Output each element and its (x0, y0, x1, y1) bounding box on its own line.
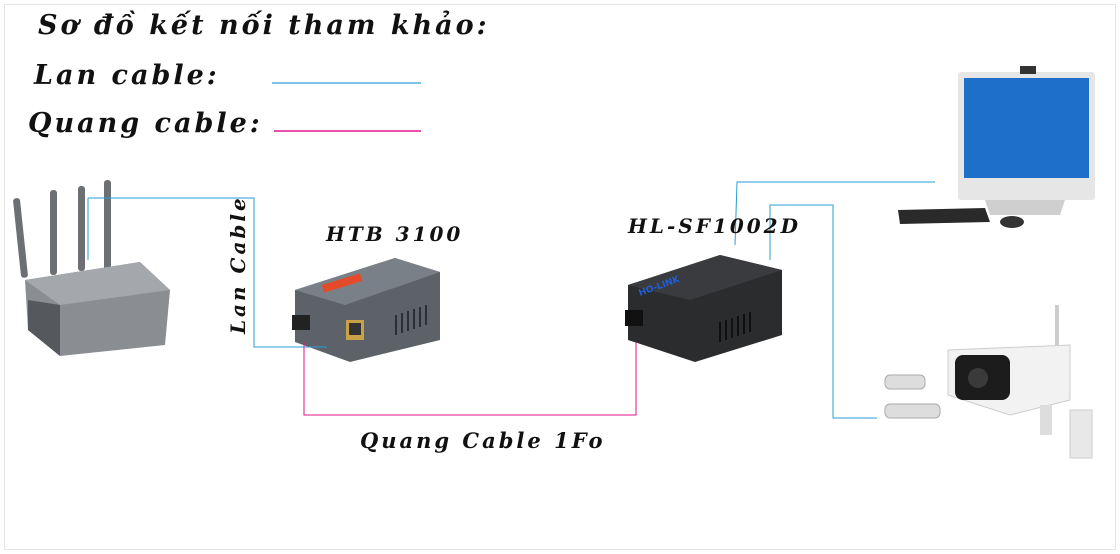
lan-cable-to-camera (769, 204, 877, 419)
ip-camera-icon (884, 305, 1093, 459)
legend-lan-label: Lan cable: (34, 60, 220, 91)
htb3100-converter-icon (292, 258, 440, 362)
diagram-title: Sơ đồ kết nối tham khảo: (38, 10, 490, 41)
hl-sf1002d-converter-icon: HO-LINK (625, 255, 782, 362)
frame-border (4, 4, 1116, 550)
converter1-label: HTB 3100 (326, 222, 464, 246)
fiber-link-label: Quang Cable 1Fo (360, 428, 606, 453)
lan-cable-to-pc (734, 181, 935, 246)
converter2-label: HL-SF1002D (628, 214, 801, 238)
lan-cable-router-converter (88, 197, 327, 348)
fiber-cable-link (303, 342, 637, 416)
router-link-label: Lan Cable (226, 195, 250, 334)
legend-fiber-label: Quang cable: (28, 108, 263, 139)
router-icon (13, 180, 170, 356)
desktop-computer-icon (898, 66, 1095, 228)
